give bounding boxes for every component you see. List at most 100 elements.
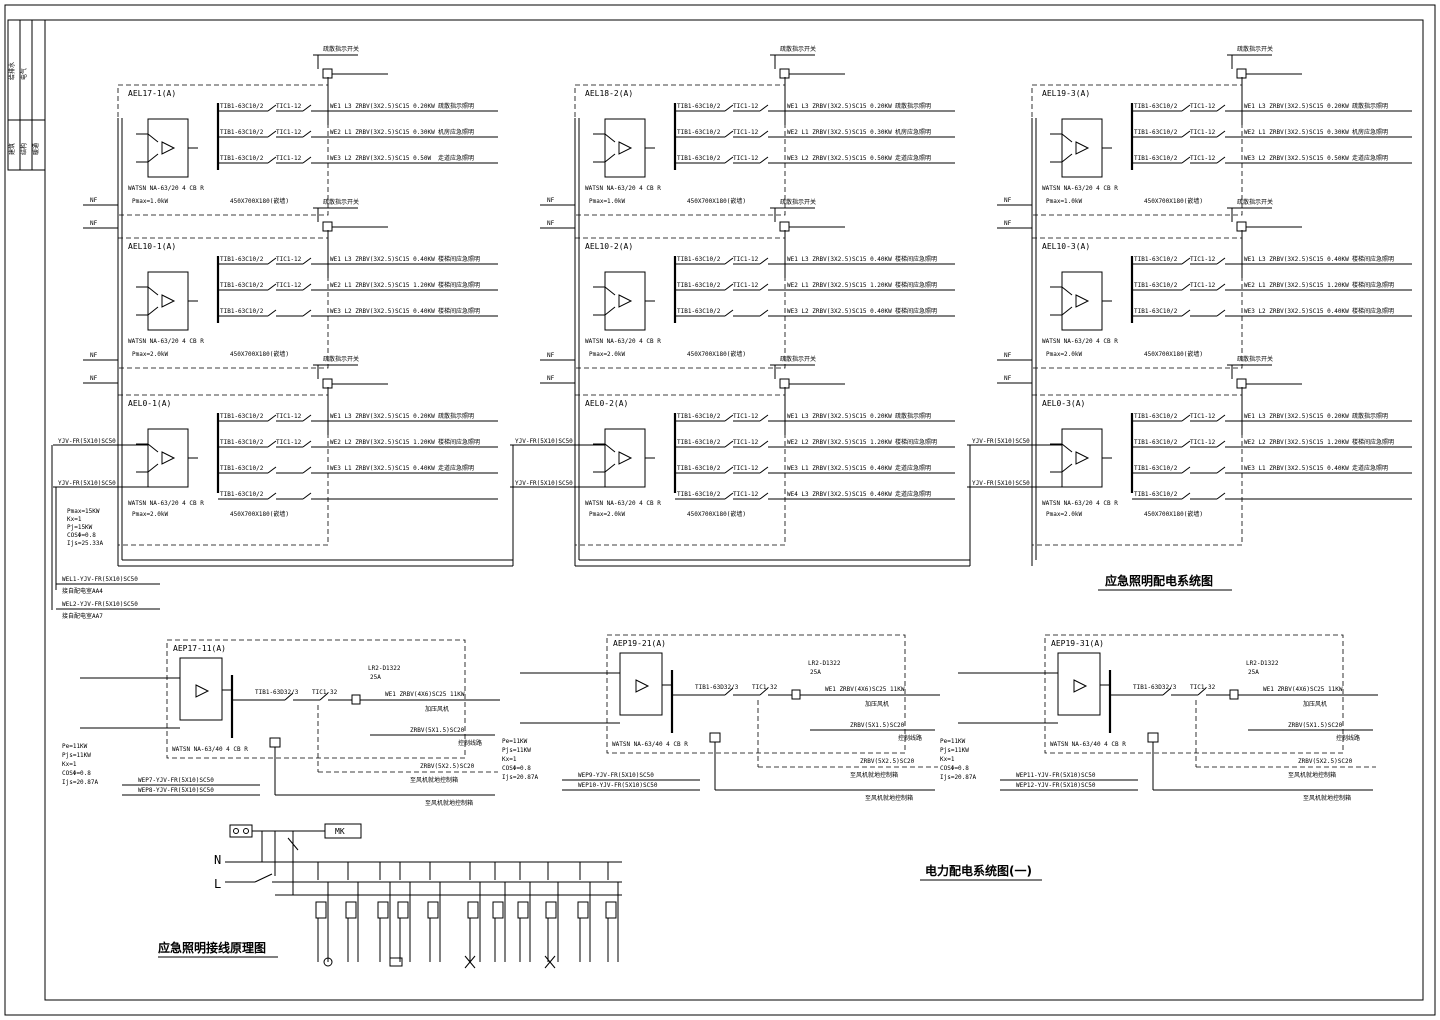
nf-label: NF [1004, 375, 1012, 382]
wire [724, 257, 734, 265]
circuit-relay: TIC1-12 [733, 256, 759, 263]
pmax-value: Pmax=2.0kW [589, 511, 626, 518]
wire [284, 692, 294, 701]
wire [267, 309, 277, 317]
emergency-column: AEL19-3(A)WATSN NA-63/20 4 CB RPmax=1.0k… [967, 45, 1412, 566]
circuit-breaker: TIB1-63C10/2 [677, 103, 721, 110]
circuit-breaker: TIB1-63C10/2 [1134, 308, 1178, 315]
thermal-relay [1229, 689, 1239, 700]
power-load-value: Pe=11KW [940, 738, 966, 745]
title-block-item: 建筑 [8, 143, 16, 155]
riser-cable-label: YJV-FR(5X10)SC50 [972, 480, 1030, 487]
wire [604, 153, 616, 163]
power-breaker: TIB1-63D32/3 [695, 684, 739, 691]
indicator-switch-label: 疏散指示开关 [323, 198, 359, 206]
wire [724, 687, 734, 696]
circuit-relay: TIC1-12 [733, 155, 759, 162]
panel-name: AEL10-3(A) [1042, 242, 1090, 251]
circuit-breaker: TIB1-63C10/2 [1134, 155, 1178, 162]
principle-branch [397, 862, 411, 962]
pmax-value: Pmax=2.0kW [1046, 351, 1083, 358]
thermal-relay [791, 689, 801, 700]
nf-label: NF [90, 197, 98, 204]
panel-name: AEL10-1(A) [128, 242, 176, 251]
circuit-breaker: TIB1-63C10/2 [1134, 282, 1178, 289]
principle-branch [492, 862, 506, 962]
load-value: Pmax=15KW [67, 508, 100, 515]
circuit-breaker: TIB1-63C10/2 [220, 413, 264, 420]
circuit-cable: WE1 L3 ZRBV(3X2.5)SC15 0.40KW [787, 256, 892, 263]
panel-name: AEL0-3(A) [1042, 399, 1085, 408]
lr-amp: 25A [1248, 669, 1259, 676]
circuit-relay: TIC1-12 [733, 282, 759, 289]
wire [147, 153, 159, 163]
wire [1216, 466, 1226, 474]
circuit-cable: WE3 L2 ZRBV(3X2.5)SC15 0.40KW [1244, 308, 1349, 315]
power-load-value: Pjs=11KW [62, 752, 91, 759]
circuit-note: 楼梯间应急照明 [1352, 307, 1394, 315]
power-load-value: Ijs=20.87A [940, 774, 977, 781]
wire [267, 492, 277, 500]
wire [1181, 414, 1191, 422]
ats-symbol [618, 294, 633, 308]
wire [724, 130, 734, 138]
pmax-value: Pmax=2.0kW [132, 511, 169, 518]
circuit-note: 疏散指示照明 [1352, 102, 1388, 110]
ats-model: WATSN NA-63/20 4 CB R [128, 185, 204, 192]
panel-name: AEL10-2(A) [585, 242, 633, 251]
wire [1181, 130, 1191, 138]
ats-model: WATSN NA-63/40 4 CB R [612, 741, 688, 748]
circuit-note: 楼梯间应急照明 [438, 307, 480, 315]
panel-size: 450X700X180(嵌墙) [230, 510, 289, 518]
lamp-holder [577, 901, 589, 919]
circuit-relay: TIC1-12 [733, 129, 759, 136]
wire [147, 443, 159, 453]
circuit-note: 机房应急照明 [895, 128, 931, 136]
lamp-holder [492, 901, 504, 919]
circuit-note: 机房应急照明 [1352, 128, 1388, 136]
indicator-switch-box [1236, 378, 1247, 389]
nf-label: NF [547, 220, 555, 227]
wire [267, 414, 277, 422]
riser-cable-label: YJV-FR(5X10)SC50 [515, 438, 573, 445]
wire [1216, 257, 1226, 265]
wire [1181, 466, 1191, 474]
terminal-node [233, 828, 239, 834]
wire [759, 414, 769, 422]
power-incoming-feeder: WEP11-YJV-FR(5X10)SC50 [1016, 772, 1096, 779]
wire [302, 257, 312, 265]
wire [147, 306, 159, 316]
control-cable-note: 至风机就地控制箱 [1288, 771, 1336, 779]
power-incoming-feeder: WEP10-YJV-FR(5X10)SC50 [578, 782, 658, 789]
title-block-item: 电气 [20, 68, 28, 80]
principle-branch [605, 862, 619, 962]
circuit-relay: TIC1-12 [276, 129, 302, 136]
circuit-relay: TIC1-12 [1190, 282, 1216, 289]
wire [1181, 492, 1191, 500]
mk-label: MK [335, 827, 345, 836]
nf-label: NF [547, 375, 555, 382]
power-load-value: Ijs=20.87A [502, 774, 539, 781]
indicator-switch-box [322, 378, 333, 389]
power-relay: TIC1-32 [1190, 684, 1216, 691]
wire [302, 440, 312, 448]
circuit-cable: WE3 L2 ZRBV(3X2.5)SC15 0.50W [330, 155, 432, 162]
lamp-holder [315, 901, 327, 919]
power-panel-name: AEP17-11(A) [173, 644, 226, 653]
wire [604, 463, 616, 473]
circuit-breaker: TIB1-63C10/2 [1134, 413, 1178, 420]
power-panel-name: AEP19-31(A) [1051, 639, 1104, 648]
pmax-value: Pmax=1.0kW [589, 198, 626, 205]
cross-icon [544, 955, 556, 969]
circuit-cable: WE2 L1 ZRBV(3X2.5)SC15 0.30KW [1244, 129, 1349, 136]
panel-size: 450X700X180(嵌墙) [1144, 510, 1203, 518]
ats-model: WATSN NA-63/40 4 CB R [1050, 741, 1126, 748]
wire [724, 104, 734, 112]
wire [1061, 153, 1073, 163]
power-load-value: Pe=11KW [62, 743, 88, 750]
mk-box [324, 823, 362, 839]
control-cable: ZRBV(5X2.5)SC20 [420, 763, 475, 770]
circuit-breaker: TIB1-63C10/2 [677, 465, 721, 472]
circuit-relay: TIC1-12 [1190, 103, 1216, 110]
power-load-value: COSΦ=0.8 [502, 765, 531, 772]
